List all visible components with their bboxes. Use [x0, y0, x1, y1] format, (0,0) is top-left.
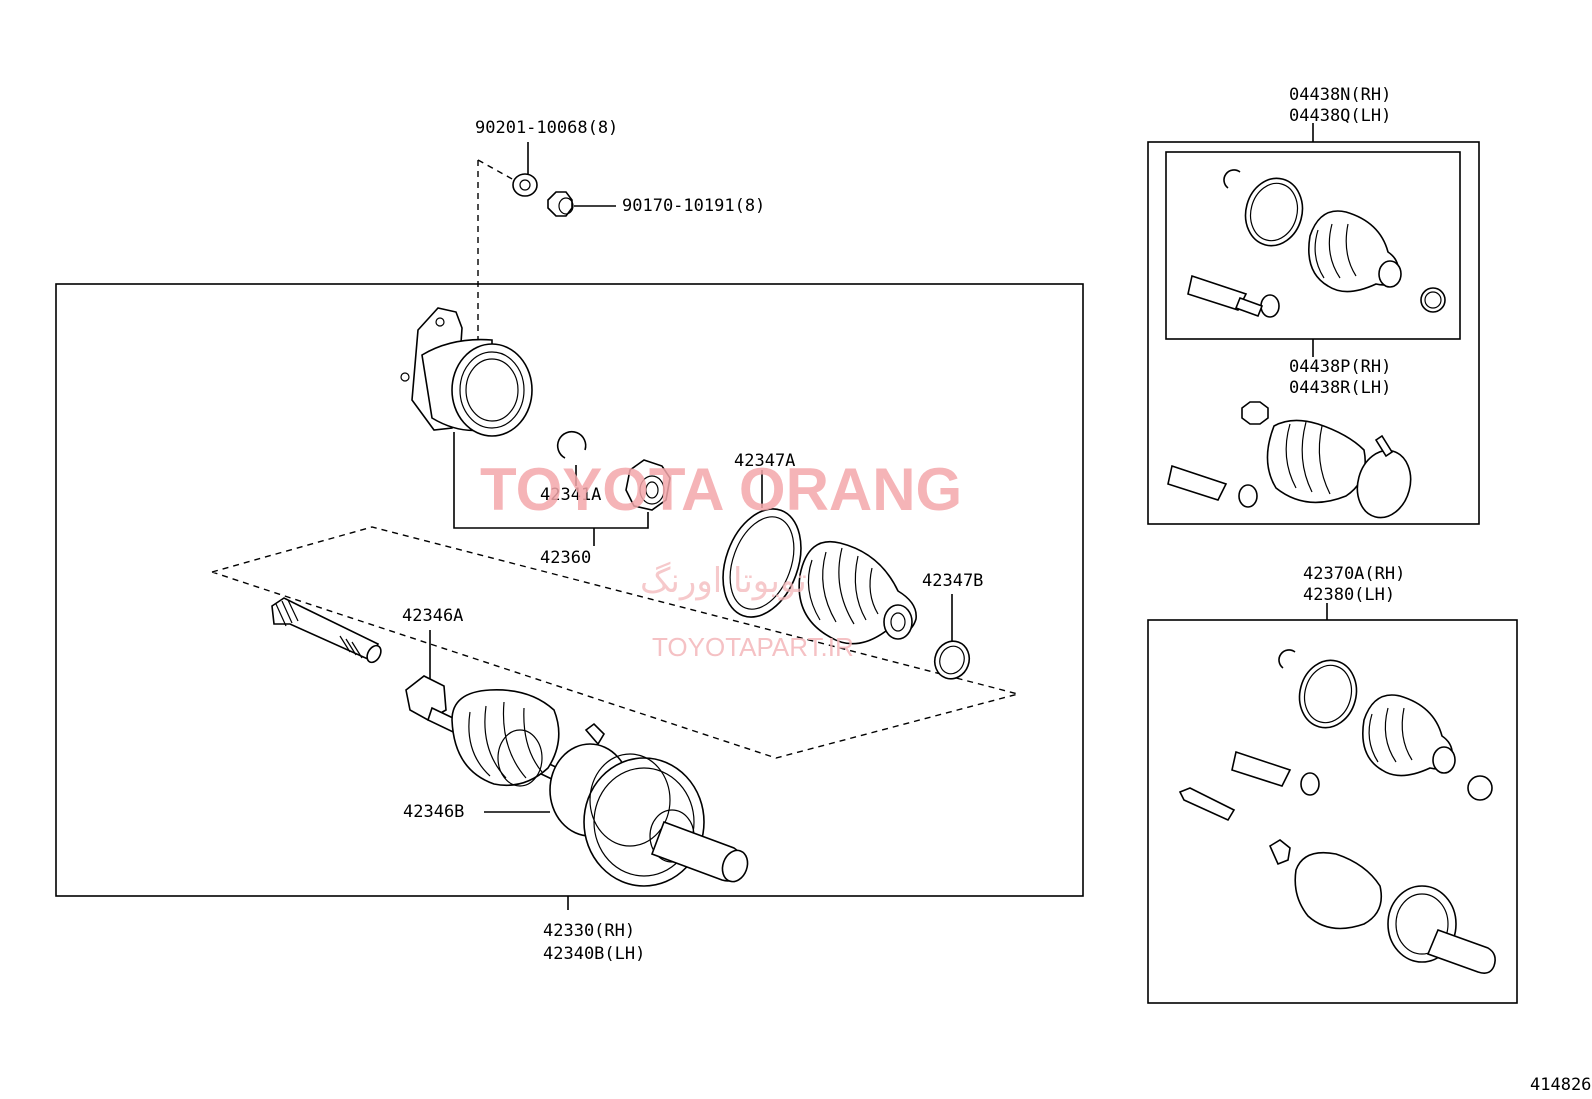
snap-ring-part: [556, 430, 587, 486]
label-42340b-lh: 42340B(LH): [543, 944, 645, 964]
label-42370a-rh: 42370A(RH): [1303, 564, 1405, 584]
shaft-assy-parts: [1178, 649, 1496, 974]
label-04438p-rh: 04438P(RH): [1289, 357, 1391, 377]
inner-boot-part: [798, 541, 917, 645]
label-42346b: 42346B: [403, 802, 464, 822]
bolt-washer-part: [512, 142, 538, 197]
main-assembly-frame: [55, 283, 1084, 897]
label-42341a: 42341A: [540, 485, 601, 505]
label-90170: 90170-10191(8): [622, 196, 765, 216]
watermark-brand-fa: تویوتا اورنگ: [640, 561, 807, 601]
kit-inner-parts: [1187, 169, 1446, 318]
label-42360: 42360: [540, 548, 591, 568]
label-42347a: 42347A: [734, 451, 795, 471]
label-04438n-rh: 04438N(RH): [1289, 85, 1391, 105]
boot-clamp-b-part: [933, 594, 971, 680]
label-42346a: 42346A: [402, 606, 463, 626]
kit-outer-parts: [1167, 401, 1412, 519]
label-42347b: 42347B: [922, 571, 983, 591]
watermark-brand: TOYOTA ORANG: [480, 456, 962, 523]
label-04438q-lh: 04438Q(LH): [1289, 106, 1391, 126]
label-42380-lh: 42380(LH): [1303, 585, 1395, 605]
shaft-assy-frame: [1147, 619, 1518, 1004]
tripod-joint-part: [625, 459, 671, 511]
figure-id: 414826: [1530, 1075, 1591, 1095]
label-04438r-lh: 04438R(LH): [1289, 378, 1391, 398]
label-90201: 90201-10068(8): [475, 118, 618, 138]
boot-clamp-a-part: [722, 470, 802, 618]
label-42330-rh: 42330(RH): [543, 921, 635, 941]
watermark-url: TOYOTAPART.IR: [652, 632, 854, 662]
drive-shaft-assembly-part: [405, 675, 749, 887]
inboard-housing-part: [400, 307, 533, 437]
nut-part: [547, 191, 616, 217]
spline-shaft-part: [271, 597, 382, 664]
